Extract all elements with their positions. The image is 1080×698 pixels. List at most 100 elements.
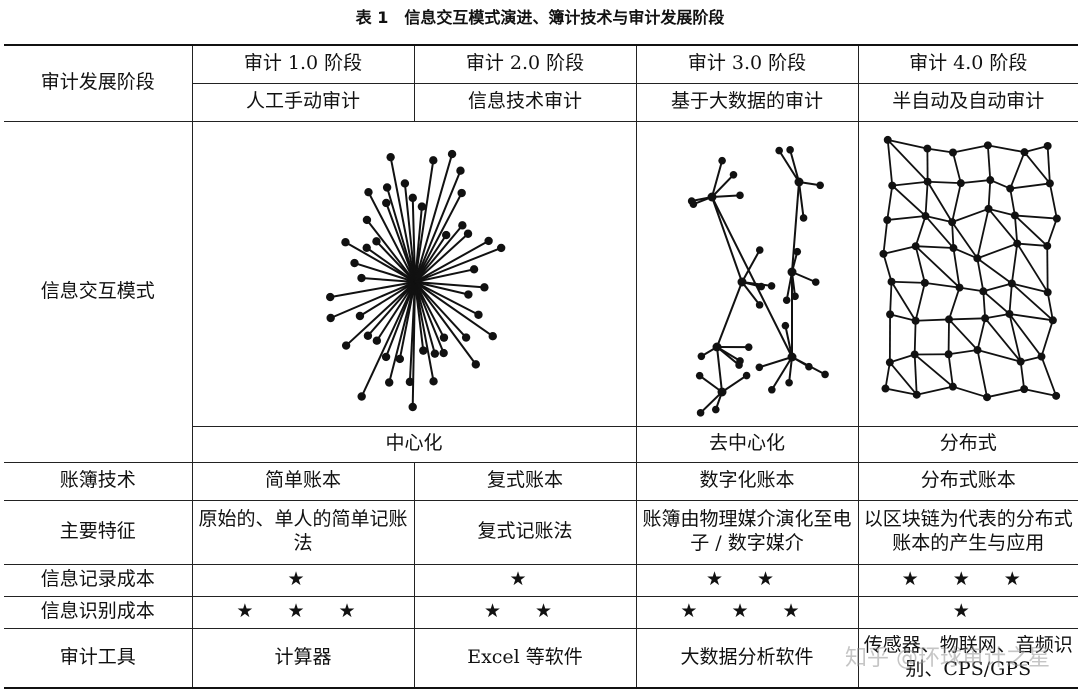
- network-edge: [976, 317, 986, 350]
- network-edge: [413, 281, 424, 351]
- network-node: [355, 311, 364, 320]
- network-edge: [1046, 291, 1054, 320]
- network-edge: [777, 149, 800, 183]
- stage-2-name: 审计 2.0 阶段: [413, 44, 637, 84]
- stage-3-ledger: 数字化账本: [635, 461, 859, 501]
- network-edge: [987, 179, 991, 209]
- network-node: [922, 144, 931, 153]
- network-edge: [758, 355, 792, 368]
- row-header-tools: 审计工具: [4, 627, 193, 689]
- network-edge: [914, 245, 926, 283]
- network-edge: [710, 196, 793, 357]
- network-edge: [1023, 151, 1051, 184]
- network-node: [408, 193, 417, 202]
- network-edge: [413, 280, 467, 338]
- network-node: [911, 316, 920, 325]
- network-edge: [710, 196, 743, 282]
- network-edge: [886, 214, 926, 221]
- network-node: [811, 277, 820, 286]
- network-edge: [413, 159, 434, 282]
- network-node: [687, 196, 695, 205]
- network-edge: [365, 246, 416, 283]
- stage-1-identify-stars: ★ ★ ★: [191, 595, 415, 629]
- network-edge: [770, 355, 793, 390]
- network-edge: [983, 317, 1021, 362]
- network-edge: [1009, 182, 1050, 189]
- network-edge: [950, 221, 978, 259]
- network-edge: [414, 246, 502, 283]
- network-edge: [882, 244, 916, 255]
- stage-2-ledger: 复式账本: [413, 461, 637, 501]
- network-edge: [888, 281, 892, 314]
- network-node: [695, 371, 703, 379]
- network-node: [711, 405, 720, 413]
- network-node: [362, 243, 371, 252]
- network-edge: [788, 149, 800, 182]
- network-edge: [413, 224, 463, 283]
- network-edge: [960, 178, 990, 184]
- network-node: [972, 253, 981, 262]
- network-node: [885, 309, 894, 318]
- network-edge: [1008, 282, 1013, 314]
- network-node: [1019, 147, 1028, 156]
- network-edge: [413, 192, 463, 282]
- network-edge: [952, 143, 988, 153]
- network-node: [792, 247, 801, 255]
- network-node: [469, 264, 478, 274]
- network-node: [439, 332, 448, 342]
- network-edge: [884, 361, 891, 389]
- network-edge: [1013, 214, 1048, 247]
- network-node: [912, 390, 921, 399]
- network-edge: [987, 207, 1015, 216]
- network-node: [955, 283, 964, 292]
- network-node: [372, 336, 381, 345]
- network-edge: [413, 281, 436, 354]
- network-edge: [1008, 312, 1042, 357]
- network-node: [418, 345, 427, 355]
- network-node: [1051, 391, 1060, 400]
- network-node: [787, 267, 796, 276]
- network-edge: [1040, 355, 1057, 396]
- network-edge: [926, 147, 953, 153]
- network-node: [479, 282, 489, 292]
- mode-centralized: 中心化: [191, 425, 637, 463]
- network-edge: [1048, 182, 1058, 219]
- network-node: [340, 237, 350, 246]
- network-node: [948, 148, 957, 157]
- network-edge: [790, 181, 800, 272]
- network-node: [1048, 315, 1057, 324]
- network-edge: [344, 240, 415, 283]
- network-edge: [389, 156, 416, 282]
- network-node: [774, 146, 783, 154]
- network-edge: [1046, 145, 1051, 183]
- network-edge: [358, 280, 416, 317]
- network-edge: [916, 385, 953, 396]
- network-node: [325, 313, 335, 322]
- stage-3-record-stars: ★ ★: [635, 563, 859, 597]
- row-header-features: 主要特征: [4, 499, 193, 565]
- network-node: [1012, 239, 1021, 248]
- network-node: [1019, 384, 1028, 393]
- network-edge: [886, 138, 928, 182]
- network-node: [461, 332, 470, 342]
- network-edge: [976, 242, 1018, 259]
- network-edge: [958, 286, 983, 292]
- centralized-network-diagram: [191, 120, 637, 427]
- mode-decentralized: 去中心化: [635, 425, 859, 463]
- network-edge: [924, 214, 954, 249]
- network-node: [1036, 352, 1045, 361]
- network-edge: [711, 193, 740, 198]
- network-node: [882, 215, 891, 224]
- network-node: [737, 277, 746, 286]
- network-edge: [1015, 242, 1048, 293]
- distributed-network-diagram: [857, 120, 1078, 427]
- network-edge: [329, 280, 415, 298]
- network-edge: [947, 353, 954, 387]
- network-node: [911, 241, 920, 250]
- network-edge: [986, 387, 1024, 398]
- network-node: [428, 155, 437, 165]
- network-edge: [710, 173, 734, 198]
- stage-1-record-stars: ★: [191, 563, 415, 597]
- network-edge: [924, 214, 952, 223]
- row-header-record-cost: 信息记录成本: [4, 563, 193, 597]
